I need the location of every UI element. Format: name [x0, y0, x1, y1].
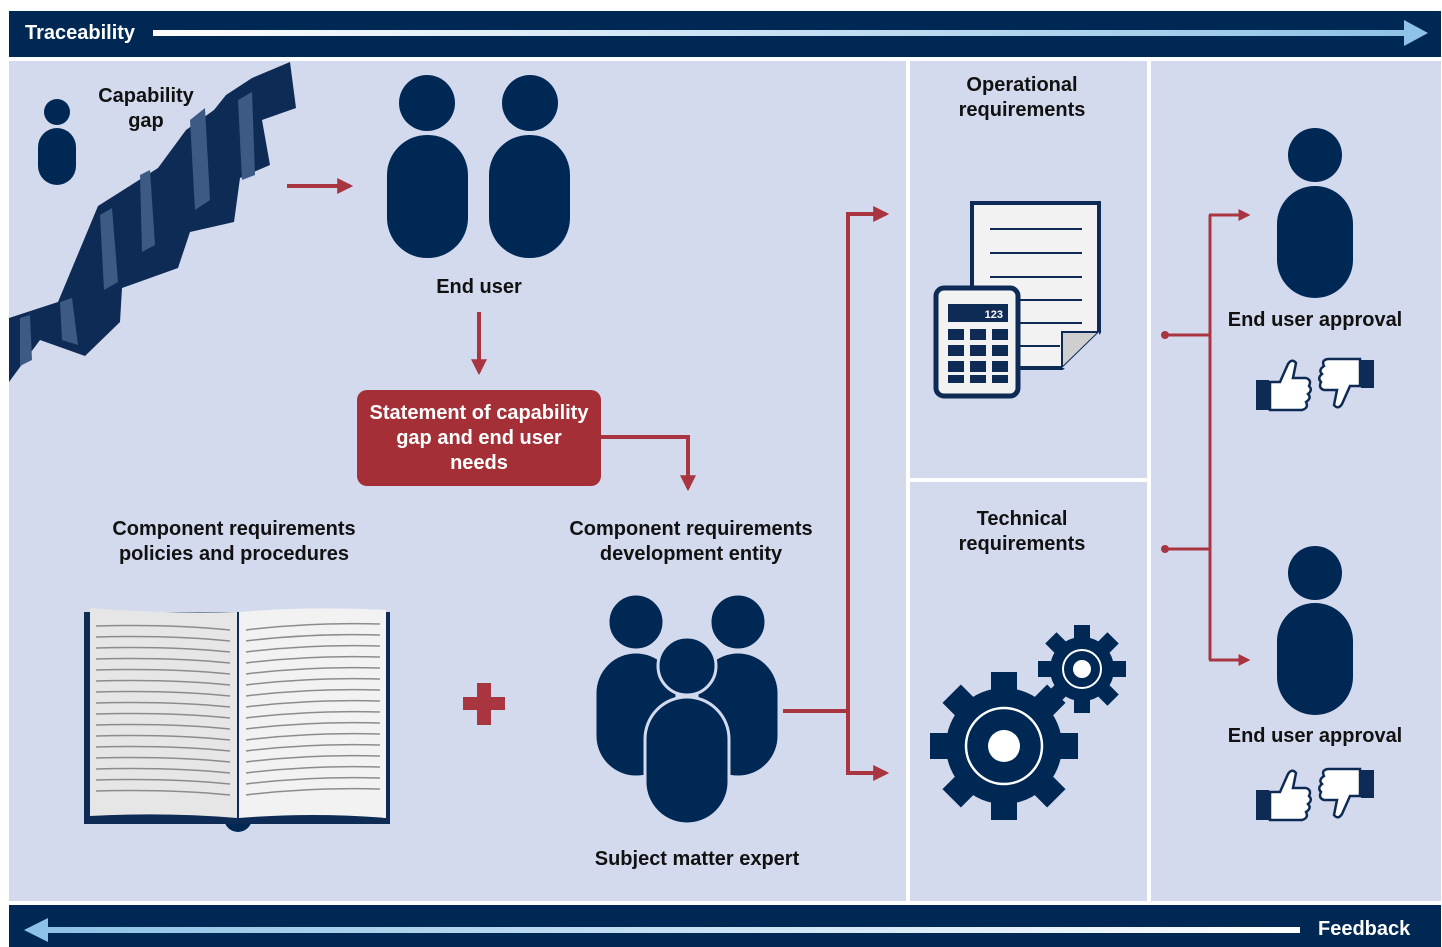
end-user-pair-icon — [387, 75, 570, 258]
sme-label: Subject matter expert — [594, 848, 800, 870]
approval-person-icon-2 — [1277, 546, 1353, 715]
small-person-icon — [38, 99, 76, 185]
thumbs-up-icon-1 — [1256, 359, 1312, 412]
statement-box — [357, 390, 601, 486]
traceability-label: Traceability — [25, 22, 136, 44]
traceability-arrow — [153, 20, 1428, 46]
calculator-icon — [933, 285, 1021, 399]
approval-label-1: End user approval — [1227, 309, 1403, 331]
plus-icon — [463, 683, 505, 725]
thumbs-up-icon-2 — [1256, 769, 1312, 822]
operational-label: Operational requirements — [958, 74, 1086, 121]
feedback-banner — [9, 905, 1441, 947]
calculator-display-text: 123 — [985, 309, 1003, 321]
component-dev-label: Component requirements development entit… — [569, 518, 813, 565]
statement-text: Statement of capability gap and end user… — [369, 402, 589, 474]
feedback-label: Feedback — [1318, 918, 1411, 940]
arrow-statement-to-dev — [601, 435, 696, 492]
approval-person-icon-1 — [1277, 128, 1353, 298]
thumbs-down-icon-2 — [1318, 767, 1374, 819]
capability-gap-crack-icon — [9, 62, 296, 382]
capability-gap-label: Capability gap — [98, 85, 194, 132]
technical-label: Technical requirements — [958, 508, 1086, 555]
thumbs-down-icon-1 — [1318, 357, 1374, 409]
approval-label-2: End user approval — [1227, 725, 1403, 747]
book-icon — [84, 608, 390, 832]
end-user-label: End user — [436, 276, 522, 298]
sme-group-icon — [593, 592, 781, 826]
approval-connectors — [1161, 209, 1251, 666]
component-policies-label: Component requirements policies and proc… — [112, 518, 356, 565]
feedback-arrow — [24, 918, 1300, 942]
split-arrows — [783, 206, 890, 781]
gears-icon — [930, 625, 1126, 820]
